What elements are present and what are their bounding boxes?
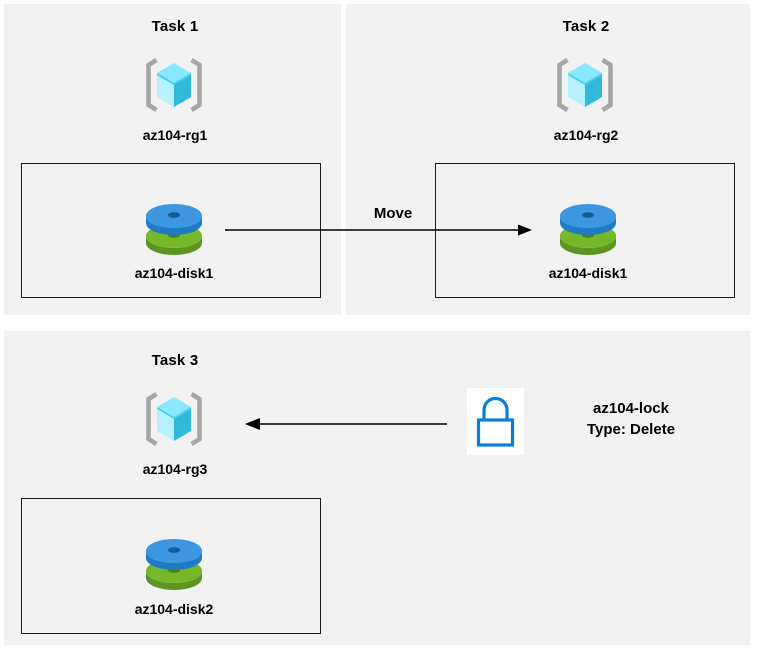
disk-label: az104-disk1	[134, 265, 214, 281]
resource-group-cube-icon	[554, 54, 616, 116]
lock-icon	[467, 388, 524, 455]
lock-type: Type: Delete	[586, 421, 676, 438]
disk-label: az104-disk2	[134, 601, 214, 617]
resource-group-cube-icon	[143, 388, 205, 450]
resource-group-label: az104-rg1	[142, 127, 208, 143]
managed-disk-icon	[141, 199, 207, 257]
task-3-title: Task 3	[151, 352, 199, 369]
move-arrow-label: Move	[373, 205, 413, 222]
lock-name: az104-lock	[593, 400, 669, 417]
resource-group-label: az104-rg3	[142, 461, 208, 477]
managed-disk-icon	[141, 534, 207, 592]
task-1-title: Task 1	[151, 18, 199, 35]
disk-label: az104-disk1	[548, 265, 628, 281]
lock-text-block: az104-lock Type: Delete	[536, 398, 726, 440]
managed-disk-icon	[555, 199, 621, 257]
resource-group-label: az104-rg2	[553, 127, 619, 143]
resource-group-cube-icon	[143, 54, 205, 116]
task-2-title: Task 2	[562, 18, 610, 35]
